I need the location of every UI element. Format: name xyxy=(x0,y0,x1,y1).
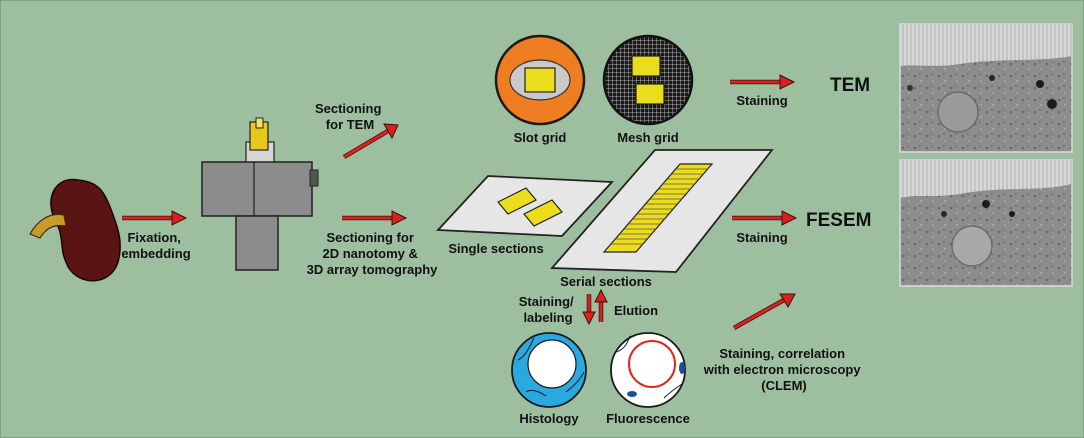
sectioning-tem-label: Sectioning for TEM xyxy=(315,101,385,132)
staining-labeling-label-line-1: Staining/ xyxy=(519,294,574,309)
fluorescence-icon xyxy=(610,332,686,408)
histology-icon xyxy=(511,332,587,408)
arrow-staining-tem xyxy=(730,74,796,90)
staining-labeling-label-line-2: labeling xyxy=(523,310,572,325)
staining-tem-label: Staining xyxy=(736,93,787,108)
sectioning-2d-label-line-2: 2D nanotomy & xyxy=(323,246,418,261)
sectioning-2d-label: Sectioning for 2D nanotomy & 3D array to… xyxy=(307,230,439,277)
arrow-sectioning-tem xyxy=(342,123,399,159)
fixation-label: Fixation, embedding xyxy=(121,230,190,261)
arrow-sectioning-2d xyxy=(342,210,408,226)
staining-labeling-label: Staining/ labeling xyxy=(519,294,578,325)
slot-grid-label: Slot grid xyxy=(514,130,567,145)
arrow-clem xyxy=(732,293,796,330)
arrow-fixation xyxy=(122,210,188,226)
fixation-label-line-2: embedding xyxy=(121,246,190,261)
sectioning-2d-label-line-3: 3D array tomography xyxy=(307,262,439,277)
slot-grid-icon xyxy=(494,34,586,126)
histology-label: Histology xyxy=(519,411,579,426)
sectioning-2d-label-line-1: Sectioning for xyxy=(326,230,413,245)
microtome-icon xyxy=(201,117,319,271)
serial-sections-slide xyxy=(550,149,774,273)
mesh-grid-label: Mesh grid xyxy=(617,130,678,145)
single-sections-slide xyxy=(436,175,614,237)
sectioning-tem-label-line-2: for TEM xyxy=(326,117,374,132)
single-sections-label: Single sections xyxy=(448,241,543,256)
sectioning-tem-label-line-1: Sectioning xyxy=(315,101,382,116)
fesem-micrograph xyxy=(899,159,1073,287)
arrow-staining-fesem xyxy=(732,210,798,226)
tem-label: TEM xyxy=(830,75,870,96)
staining-fesem-label: Staining xyxy=(736,230,787,245)
kidney-icon xyxy=(29,178,121,282)
fixation-label-line-1: Fixation, xyxy=(127,230,180,245)
fesem-label: FESEM xyxy=(806,210,871,231)
clem-label-line-1: Staining, correlation xyxy=(719,346,845,361)
clem-label: Staining, correlation with electron micr… xyxy=(703,346,864,393)
arrow-staining-down xyxy=(582,294,596,326)
tem-micrograph xyxy=(899,23,1073,153)
clem-label-line-2: with electron microscopy xyxy=(703,362,862,377)
mesh-grid-icon xyxy=(602,34,694,126)
serial-sections-label: Serial sections xyxy=(560,274,652,289)
fluorescence-label: Fluorescence xyxy=(606,411,690,426)
elution-label: Elution xyxy=(614,303,658,318)
clem-label-line-3: (CLEM) xyxy=(761,378,807,393)
arrow-elution-up xyxy=(594,288,608,322)
